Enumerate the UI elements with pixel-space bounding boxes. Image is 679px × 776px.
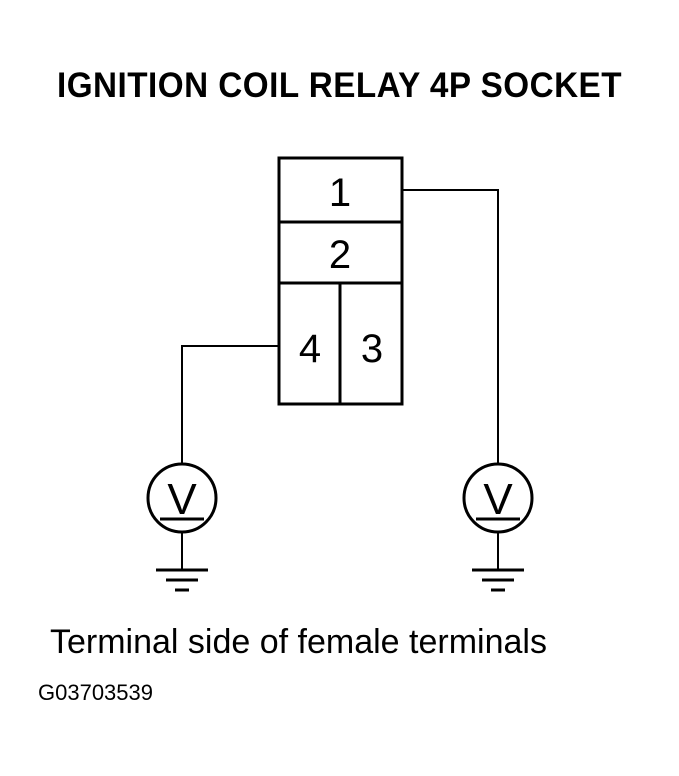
right-voltmeter-circle (462, 462, 534, 534)
wires (181, 189, 499, 569)
left-voltmeter-circle (146, 462, 218, 534)
wire-terminal-4-to-left-meter (181, 345, 279, 464)
terminal-4-label: 4 (299, 327, 321, 371)
right-voltmeter: V (462, 462, 534, 534)
wire-terminal-1-to-right-meter (402, 189, 499, 464)
left-voltmeter-symbol: V (167, 475, 197, 524)
diagram-caption: Terminal side of female terminals (50, 623, 547, 661)
left-ground-symbol (156, 568, 208, 592)
right-voltmeter-symbol: V (483, 475, 513, 524)
terminal-1-label: 1 (329, 171, 351, 215)
connector-4p-socket (277, 156, 404, 406)
terminal-2-label: 2 (329, 233, 351, 277)
terminal-3-label: 3 (361, 327, 383, 371)
left-voltmeter: V (146, 462, 218, 534)
right-ground-symbol (472, 568, 524, 592)
figure-code: G03703539 (38, 680, 153, 705)
diagram-title: IGNITION COIL RELAY 4P SOCKET (57, 66, 622, 105)
